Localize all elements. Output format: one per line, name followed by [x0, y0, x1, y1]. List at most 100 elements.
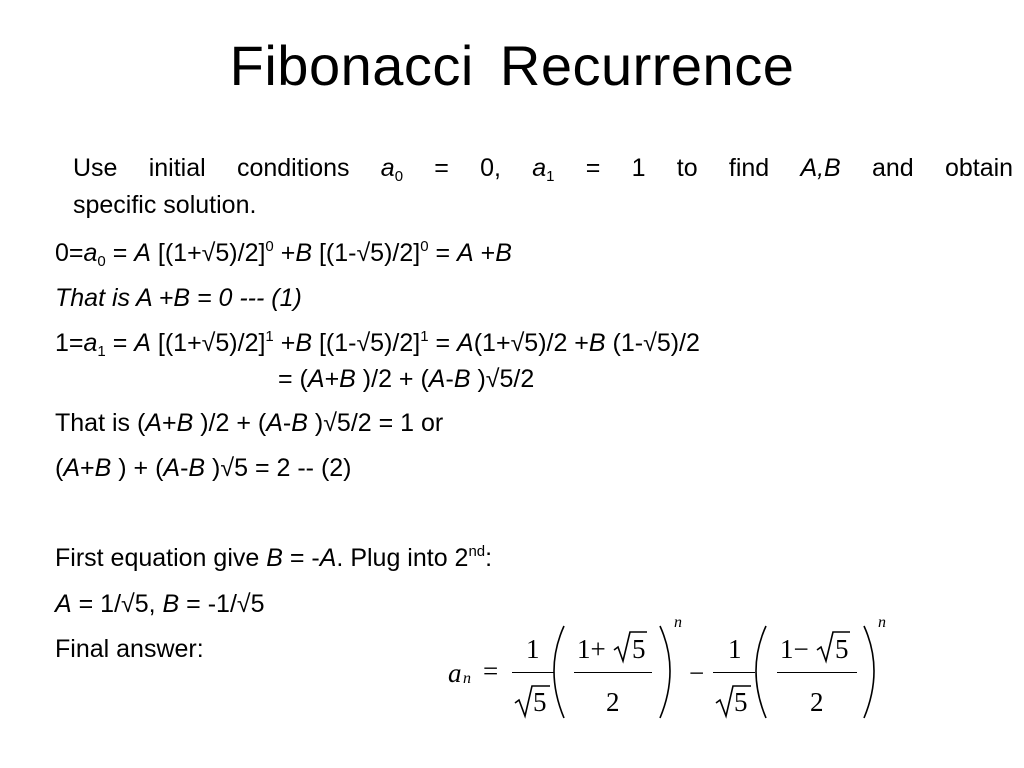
var-A: A: [145, 409, 162, 437]
eq-text: (: [55, 454, 64, 482]
subscript: 0: [97, 253, 106, 270]
sqrt-sign: [816, 631, 850, 664]
var-B: B: [588, 329, 606, 357]
var-B: B: [453, 365, 471, 393]
var-B: B: [339, 365, 356, 393]
eq-text: =: [105, 329, 135, 357]
var-A: A: [134, 239, 151, 267]
formula-numerator-1-minus: 1−: [780, 634, 809, 664]
var-a: a: [448, 658, 462, 688]
intro-var-a1: a1: [532, 154, 554, 184]
solution-line: A = 1/√5, B = -1/√5: [55, 588, 265, 620]
var-a: a: [83, 329, 98, 357]
eq-text: -: [282, 409, 292, 437]
var-B: B: [295, 329, 312, 357]
eq-text: . Plug into 2: [336, 544, 469, 572]
left-paren: [553, 625, 565, 719]
formula-equals: =: [483, 656, 499, 686]
subscript: 0: [394, 168, 404, 185]
intro-word: 0,: [480, 154, 501, 182]
var-A: A: [63, 454, 81, 482]
eq-text: 0=: [55, 239, 84, 267]
eq-text: ) + (: [111, 454, 164, 482]
eq-text: +: [473, 239, 496, 267]
eq-text: 1=: [55, 329, 84, 357]
intro-word: find: [728, 154, 770, 182]
intro-line-2: specific solution.: [73, 191, 257, 219]
var-n: n: [878, 614, 886, 631]
intro-vars-ab: A,B: [800, 154, 841, 182]
equation-a1: 1=a1 = A [(1+√5)/2]1 +B [(1-√5)/2]1 = A(…: [55, 327, 700, 359]
eq-text: =: [428, 239, 458, 267]
formula-root-5: 5: [734, 687, 748, 717]
var-A: A: [428, 365, 446, 393]
eq-text: )/2 + (: [193, 409, 267, 437]
superscript: 1: [265, 328, 274, 345]
eq-text: First equation give: [55, 544, 267, 572]
formula-root-5: 5: [632, 634, 646, 664]
superscript: nd: [468, 543, 486, 560]
sqrt-sign: [613, 631, 647, 664]
eq-text: [(1-√5)/2]: [312, 329, 421, 357]
eq-text: -: [180, 454, 189, 482]
sqrt-sign: [715, 685, 751, 719]
eq-text: [(1-√5)/2]: [312, 239, 421, 267]
intro-word: Use: [73, 154, 118, 182]
formula-root-5: 5: [533, 687, 547, 717]
var-B: B: [188, 454, 206, 482]
fraction-bar: [512, 672, 554, 673]
formula-denominator-2: 2: [606, 687, 620, 717]
formula-root-5: 5: [835, 634, 849, 664]
superscript: 0: [420, 238, 429, 255]
var-A: A: [134, 329, 151, 357]
sqrt-sign: [514, 685, 550, 719]
eq-text: = 1/√5,: [71, 590, 163, 618]
var-A: A: [307, 365, 325, 393]
eq-text: = (: [278, 365, 308, 393]
intro-word: and: [871, 154, 914, 182]
formula-exponent-n: n: [674, 614, 682, 632]
superscript: 0: [265, 238, 274, 255]
final-formula: a n = 1 5 1+ 5 2 n − 1 5 1− 5 2 n: [440, 614, 900, 725]
fraction-bar: [777, 672, 857, 673]
eq-text: (1-√5)/2: [605, 329, 700, 357]
eq-text: [(1+√5)/2]: [150, 329, 266, 357]
var-A: A: [457, 329, 474, 357]
eq-text: (1+√5)/2 +: [473, 329, 589, 357]
fraction-bar: [713, 672, 755, 673]
eq-text: )√5 = 2 -- (2): [205, 454, 352, 482]
var-B: B: [162, 590, 180, 618]
equation-2: (A+B ) + (A-B )√5 = 2 -- (2): [55, 452, 352, 484]
subscript: 1: [97, 343, 106, 360]
var-B: B: [266, 544, 283, 572]
equation-a0: 0=a0 = A [(1+√5)/2]0 +B [(1-√5)/2]0 = A …: [55, 237, 512, 269]
right-paren: [659, 625, 671, 719]
eq-text: = -1/√5: [179, 590, 265, 618]
var-A: A: [457, 239, 474, 267]
var-B: B: [495, 239, 512, 267]
var-n: n: [463, 670, 471, 687]
formula-numerator-1: 1: [728, 634, 742, 664]
eq-text: +: [161, 409, 177, 437]
eq-text: +: [273, 329, 296, 357]
eq-text: )√5/2: [470, 365, 535, 393]
eq-text: = -: [282, 544, 320, 572]
formula-denominator-2: 2: [810, 687, 824, 717]
formula-subscript-n: n: [463, 670, 471, 688]
var-A: A: [55, 590, 72, 618]
formula-exponent-n: n: [878, 614, 886, 632]
eq-text: =: [105, 239, 135, 267]
equation-a1-continued: = (A+B )/2 + (A-B )√5/2: [278, 363, 534, 395]
eq-text: )√5/2 = 1 or: [307, 409, 444, 437]
var-a: a: [380, 154, 395, 182]
superscript: 1: [420, 328, 429, 345]
var-A: A: [319, 544, 337, 572]
intro-var-a0: a0: [380, 154, 404, 185]
formula-numerator-1-plus: 1+: [577, 634, 606, 664]
var-n: n: [674, 614, 682, 631]
intro-word: 1: [631, 154, 646, 182]
var-A: A: [266, 409, 283, 437]
var-B: B: [291, 409, 308, 437]
intro-word: obtain: [944, 154, 1014, 182]
right-paren: [863, 625, 875, 719]
